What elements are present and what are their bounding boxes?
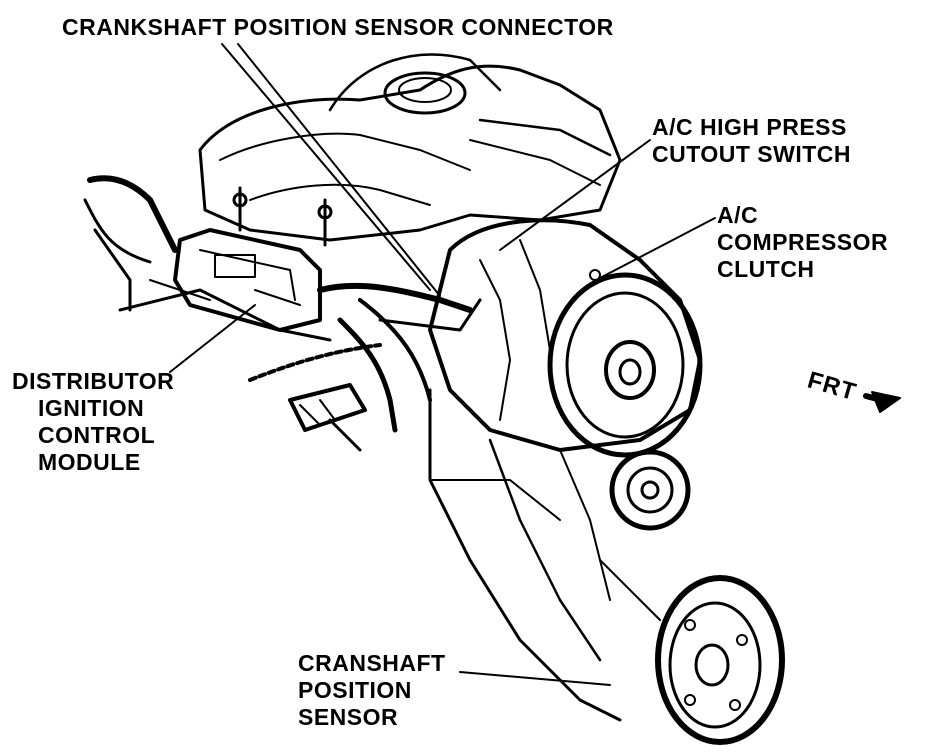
- label-line: CLUTCH: [717, 256, 815, 282]
- idler-pulley: [609, 449, 691, 531]
- label-line: IGNITION: [38, 395, 145, 421]
- label-line: CRANSHAFT: [298, 650, 446, 676]
- label-line: A/C: [717, 202, 759, 228]
- label-line: COMPRESSOR: [717, 229, 889, 255]
- leader-lines: [169, 43, 716, 686]
- crankshaft-sensor-connector-label: CRANKSHAFT POSITION SENSOR CONNECTOR: [62, 14, 614, 41]
- compressor-clutch-ring: [547, 272, 703, 458]
- label-line: DISTRIBUTOR: [12, 368, 175, 394]
- ac-compressor-clutch-label: A/C COMPRESSOR CLUTCH: [717, 202, 888, 283]
- oil-cap: [383, 71, 467, 115]
- label-line: CUTOUT SWITCH: [652, 141, 852, 167]
- ac-compressor: [428, 218, 703, 458]
- crankshaft-sensor-label: CRANSHAFT POSITION SENSOR: [298, 650, 446, 731]
- label-line: CONTROL: [38, 422, 156, 448]
- label-line: POSITION: [298, 677, 412, 703]
- wiring-harness: [248, 282, 482, 452]
- lower-hose: [288, 383, 367, 432]
- label-line: CRANKSHAFT POSITION SENSOR CONNECTOR: [62, 14, 614, 40]
- left-hoses: [83, 175, 332, 342]
- ac-high-press-label: A/C HIGH PRESS CUTOUT SWITCH: [652, 114, 851, 168]
- label-line: SENSOR: [298, 704, 399, 730]
- label-line: A/C HIGH PRESS: [652, 114, 847, 140]
- crankshaft-balancer: [655, 575, 785, 745]
- engine-block: [428, 388, 661, 722]
- front-arrow-icon: [863, 391, 901, 413]
- distributor-module-label: DISTRIBUTOR IGNITION CONTROL MODULE: [12, 368, 174, 476]
- intake-manifold: [198, 53, 622, 242]
- label-line: MODULE: [38, 449, 141, 475]
- ignition-module-shape: [173, 186, 333, 332]
